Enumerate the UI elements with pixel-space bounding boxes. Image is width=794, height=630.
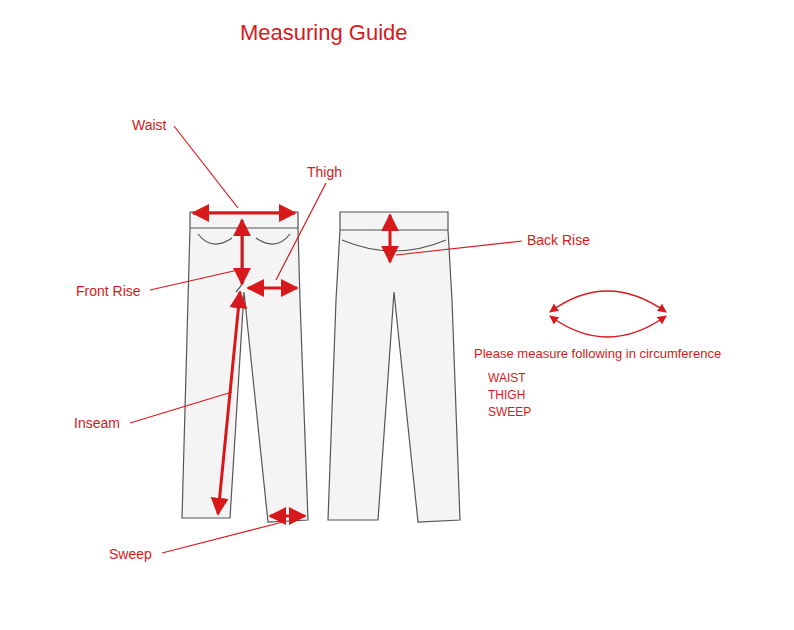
diagram-title: Measuring Guide xyxy=(240,20,408,45)
note-text: Please measure following in circumferenc… xyxy=(474,347,721,362)
front-pants xyxy=(182,212,308,522)
part-label: Back Rise xyxy=(527,232,590,248)
leader-lines xyxy=(130,126,522,553)
measure-arrows xyxy=(193,213,390,516)
part-label: Waist xyxy=(132,117,166,133)
circumference-symbol xyxy=(550,291,666,337)
part-label: Front Rise xyxy=(76,283,141,299)
part-label: Inseam xyxy=(74,415,120,431)
part-label: Sweep xyxy=(109,546,152,562)
note-item: THIGH xyxy=(488,389,525,403)
part-label: Thigh xyxy=(307,164,342,180)
back-pants xyxy=(328,212,460,522)
note-item: SWEEP xyxy=(488,406,531,420)
note-item: WAIST xyxy=(488,372,526,386)
